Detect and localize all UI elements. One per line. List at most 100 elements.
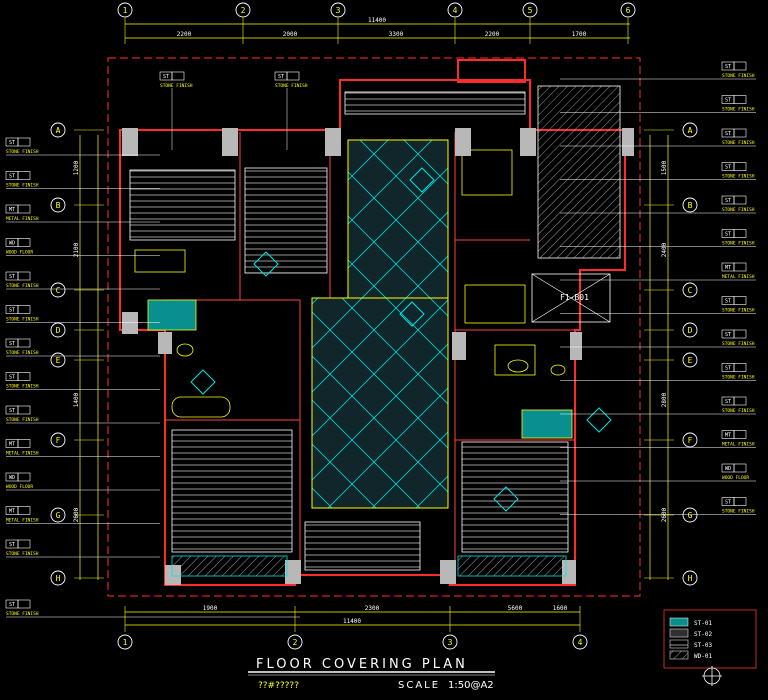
grid-axis-bubble: 3 (442, 634, 458, 650)
grid-axis-label: B (56, 201, 61, 210)
grid-axis-bubble: 2 (235, 2, 251, 18)
material-name: STONE FINISH (722, 308, 755, 314)
material-tags-bottom: ST STONE FINISH (5, 599, 300, 618)
grid-axis-label: 4 (578, 638, 583, 647)
material-name: STONE FINISH (722, 408, 755, 414)
grid-axis-bubble: G (50, 507, 66, 523)
room-floor-upper-left (129, 169, 236, 241)
grid-axis-bubble: 1 (117, 2, 133, 18)
material-tags-right: ST STONE FINISH ST STONE FINISH ST STONE FINI… (560, 61, 756, 515)
material-tag: ST STONE FINISH (5, 599, 300, 618)
material-code: MT (9, 509, 15, 515)
material-tag: ST STONE FINISH (560, 296, 756, 314)
material-name: STONE FINISH (6, 417, 39, 423)
legend-label: ST-03 (694, 642, 712, 649)
material-code: ST (9, 602, 15, 608)
material-name: WOOD FLOOR (722, 475, 749, 481)
grid-axis-bubble: E (682, 352, 698, 368)
dimension-label: 2800 (661, 392, 668, 407)
material-name: WOOD FLOOR (6, 484, 33, 490)
grid-axis-bubble: B (50, 197, 66, 213)
material-code: ST (9, 542, 15, 548)
grid-axis-label: G (56, 511, 61, 520)
legend-label: ST-01 (694, 620, 712, 627)
material-code: ST (725, 131, 731, 137)
grid-axis-bubble: C (50, 282, 66, 298)
grid-axis-bubble: A (682, 122, 698, 138)
material-tag: ST STONE FINISH (560, 229, 756, 247)
dimension-label: 1400 (73, 392, 80, 407)
grid-axis-bubble: A (50, 122, 66, 138)
material-name: STONE FINISH (722, 140, 755, 146)
material-code: ST (163, 74, 169, 80)
material-code: MT (725, 433, 731, 439)
material-code: ST (9, 341, 15, 347)
legend-swatch (669, 617, 689, 627)
section-markers (190, 167, 612, 512)
material-tag: ST STONE FINISH (560, 128, 756, 147)
material-tag: ST STONE FINISH (5, 305, 160, 323)
dimension-label: 11400 (368, 17, 386, 24)
material-code: ST (9, 308, 15, 314)
drawing-frame (107, 57, 641, 597)
material-name: STONE FINISH (722, 375, 755, 381)
material-name: METAL FINISH (722, 442, 755, 448)
material-code: ST (9, 408, 15, 414)
material-code: ST (725, 399, 731, 405)
material-code: WD (9, 475, 15, 481)
material-name: STONE FINISH (722, 241, 755, 247)
scale-label: SCALE (398, 680, 440, 691)
grid-axis-bubble: 5 (522, 2, 538, 18)
grid-axis-label: H (56, 574, 61, 583)
bottom-wall-band-right (457, 555, 567, 577)
room-floor-upper-mid (244, 167, 328, 274)
dimension-label: 2200 (485, 31, 500, 38)
pillars (122, 128, 634, 585)
material-code: ST (725, 299, 731, 305)
dimension-label: 2100 (73, 242, 80, 257)
material-code: ST (725, 366, 731, 372)
material-tag: WD WOOD FLOOR (5, 472, 160, 491)
grid-axis-bubble: D (682, 322, 698, 338)
material-name: STONE FINISH (6, 611, 39, 617)
plan-title: FLOOR COVERING PLAN (256, 657, 468, 672)
dimension-label: 1900 (203, 605, 218, 612)
material-code: ST (725, 232, 731, 238)
grid-axis-label: 1 (123, 6, 128, 15)
grid-axis-bubble: 1 (117, 634, 133, 650)
material-name: STONE FINISH (6, 317, 39, 323)
material-name: WOOD FLOOR (6, 250, 33, 256)
material-code: ST (725, 500, 731, 506)
material-code: ST (9, 174, 15, 180)
grid-axis-bubble: F (50, 432, 66, 448)
grid-axis-bubble: H (50, 570, 66, 586)
legend-label: WD-01 (694, 653, 712, 660)
legend-swatch (669, 650, 689, 660)
material-tag: MT METAL FINISH (5, 506, 160, 524)
grid-axis-label: D (56, 326, 61, 335)
material-code: ST (725, 165, 731, 171)
material-name: STONE FINISH (6, 149, 39, 155)
material-name: METAL FINISH (6, 518, 39, 524)
grid-axis-label: B (688, 201, 693, 210)
grid-axis-bubble: E (50, 352, 66, 368)
grid-axis-label: A (688, 126, 693, 135)
top-strip (344, 91, 526, 115)
grid-axis-bubble: F (682, 432, 698, 448)
